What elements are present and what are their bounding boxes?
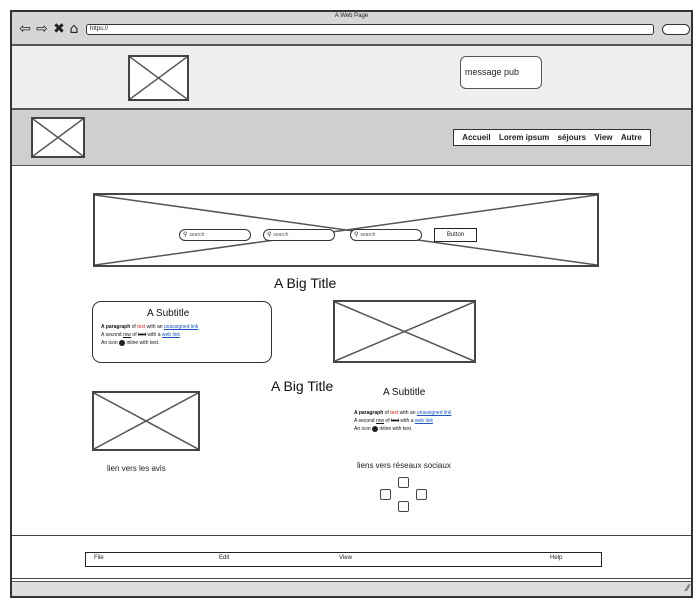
back-arrow-icon[interactable]: ⇦	[19, 21, 31, 37]
menu-item-sejours[interactable]: séjours	[557, 133, 587, 142]
big-title-2: A Big Title	[271, 378, 334, 394]
paragraph-2: A paragraph of text with an unassigned l…	[354, 410, 452, 432]
window-title: A Web Page	[334, 13, 369, 19]
image-placeholder	[333, 300, 476, 363]
hero-image-placeholder: ⚲search ⚲search ⚲search Button	[93, 193, 599, 267]
reviews-link[interactable]: lien vers les avis	[107, 464, 166, 473]
social-icon-bottom[interactable]	[398, 501, 409, 512]
subtitle-2: A Subtitle	[383, 387, 426, 398]
footer-menu-view[interactable]: View	[339, 555, 352, 561]
close-icon[interactable]: ✖	[53, 21, 65, 37]
menu-item-accueil[interactable]: Accueil	[462, 133, 491, 142]
social-icon-right[interactable]	[416, 489, 427, 500]
card-paragraph: A paragraph of text with an unassigned l…	[101, 324, 199, 346]
footer-menu-edit[interactable]: Edit	[219, 555, 230, 561]
menu-item-view[interactable]: View	[594, 133, 613, 142]
inline-dot-icon	[119, 339, 126, 346]
status-bar: ⁄⁄	[12, 581, 691, 596]
site-header: Accueil Lorem ipsum séjours View Autre	[12, 110, 691, 166]
site-footer: File Edit View Help	[12, 535, 691, 579]
forward-arrow-icon[interactable]: ⇨	[36, 21, 48, 37]
footer-menu-file[interactable]: File	[94, 555, 104, 561]
footer-menu: File Edit View Help	[85, 552, 602, 567]
ad-message-box[interactable]: message pub	[460, 56, 542, 89]
menu-item-autre[interactable]: Autre	[620, 133, 642, 142]
search-input-3[interactable]: ⚲search	[350, 229, 422, 241]
web-link[interactable]: web link	[161, 332, 180, 338]
search-input-2[interactable]: ⚲search	[263, 229, 335, 241]
hero-button[interactable]: Button	[434, 228, 477, 242]
main-menu: Accueil Lorem ipsum séjours View Autre	[453, 129, 651, 146]
search-icon: ⚲	[267, 231, 272, 238]
text-card: A Subtitle A paragraph of text with an u…	[92, 301, 272, 363]
inline-dot-icon	[372, 425, 379, 432]
footer-menu-help[interactable]: Help	[550, 555, 563, 561]
card-subtitle: A Subtitle	[147, 308, 190, 319]
menu-item-lorem-ipsum[interactable]: Lorem ipsum	[499, 133, 550, 142]
url-input[interactable]: https://	[86, 24, 654, 35]
logo-placeholder[interactable]	[31, 117, 85, 158]
search-icon: ⚲	[183, 231, 188, 238]
ad-banner: message pub	[12, 46, 691, 110]
unassigned-link[interactable]: unassigned link	[163, 324, 199, 330]
search-icon: ⚲	[354, 231, 359, 238]
browser-window: A Web Page ⇦ ⇨ ✖ ⌂ https:// message pub …	[10, 10, 693, 598]
big-title-1: A Big Title	[274, 275, 337, 291]
social-links-label: liens vers réseaux sociaux	[357, 461, 451, 470]
search-input-1[interactable]: ⚲search	[179, 229, 251, 241]
ad-image-placeholder	[128, 55, 189, 101]
browser-toolbar: A Web Page ⇦ ⇨ ✖ ⌂ https://	[12, 12, 691, 46]
social-icon-top[interactable]	[398, 477, 409, 488]
image-placeholder-2	[92, 391, 200, 451]
social-icon-left[interactable]	[380, 489, 391, 500]
unassigned-link[interactable]: unassigned link	[416, 410, 452, 416]
home-icon[interactable]: ⌂	[69, 21, 79, 37]
browser-search-field[interactable]	[662, 24, 690, 35]
web-link[interactable]: web link	[414, 418, 433, 424]
resize-grip-icon[interactable]: ⁄⁄	[685, 584, 689, 594]
